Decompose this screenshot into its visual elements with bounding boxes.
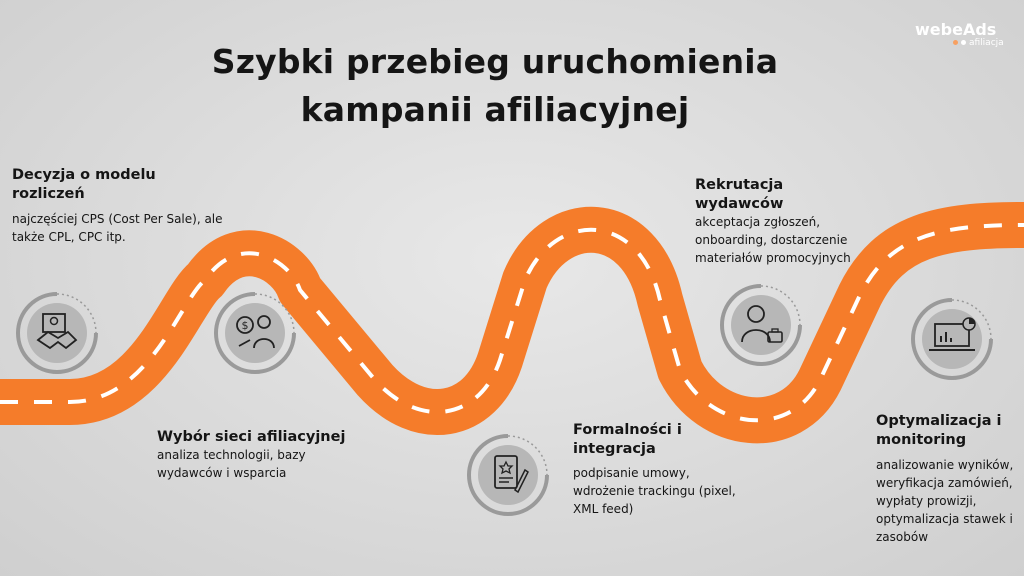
step-3-icon: [465, 432, 551, 518]
step-2-icon: $: [212, 290, 298, 376]
step-5-icon: [909, 296, 995, 382]
money-person-icon: $: [214, 292, 296, 374]
laptop-analytics-icon: [911, 298, 993, 380]
step-2-title: Wybór sieci afiliacyjnej: [157, 429, 346, 445]
svg-text:$: $: [242, 319, 249, 332]
step-5-desc: analizowanie wyników, weryfikacja zamówi…: [876, 458, 1014, 544]
step-4-desc: akceptacja zgłoszeń, onboarding, dostarc…: [695, 215, 851, 265]
step-1-icon: [14, 290, 100, 376]
page-title: Szybki przebieg uruchomienia kampanii af…: [211, 42, 779, 129]
step-3-title: Formalności i integracja: [573, 422, 682, 457]
step-4-icon: [718, 282, 804, 368]
contract-icon: [467, 434, 549, 516]
step-2-desc: analiza technologii, bazy wydawców i wsp…: [157, 448, 306, 480]
step-3-desc: podpisanie umowy, wdrożenie trackingu (p…: [573, 466, 736, 516]
step-1-title: Decyzja o modelu rozliczeń: [12, 167, 156, 202]
step-4-title: Rekrutacja wydawców: [695, 177, 784, 212]
logo-sub-text: afiliacja: [969, 38, 1004, 48]
handshake-icon: [16, 292, 98, 374]
step-5-title: Optymalizacja i monitoring: [876, 413, 1002, 448]
recruiter-icon: [720, 284, 802, 366]
step-1-desc: najczęściej CPS (Cost Per Sale), ale tak…: [12, 212, 223, 244]
logo-name: webeAds: [915, 20, 997, 39]
brand-logo: webeAds afiliacja: [915, 20, 1005, 48]
logo-sub: afiliacja: [915, 38, 1005, 48]
